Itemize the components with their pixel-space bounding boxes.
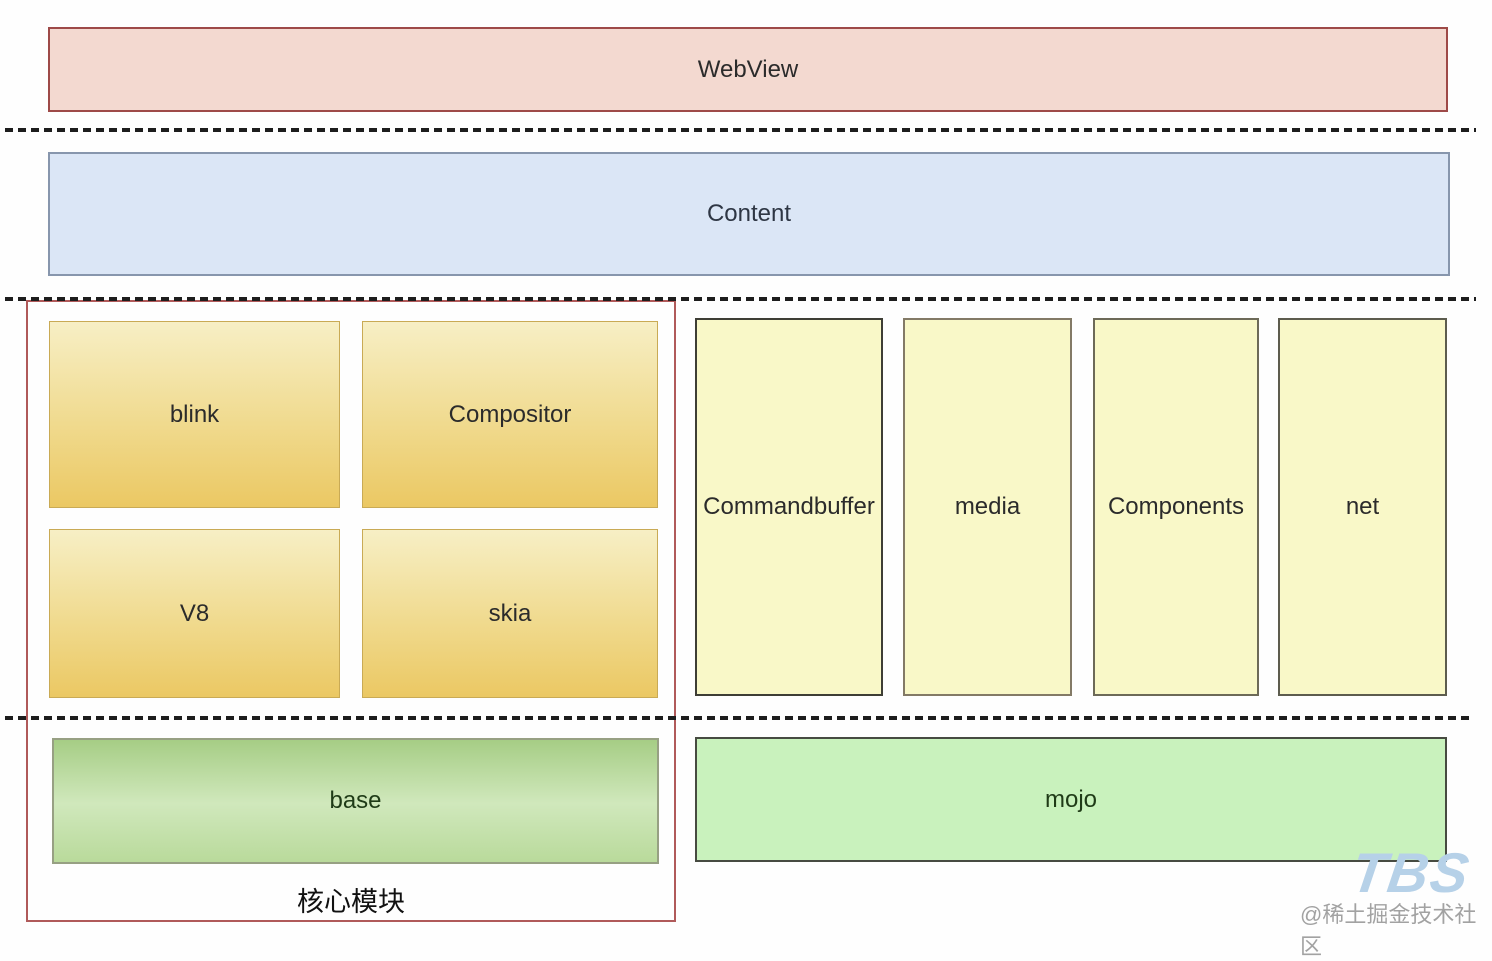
module-box-blink: blink [49,321,340,508]
juejin-community-watermark: @稀土掘金技术社区 [1300,902,1477,959]
core-modules-outline: blink Compositor V8 skia base 核心模块 [26,300,676,922]
service-box-components: Components [1093,318,1259,696]
content-layer-box: Content [48,152,1450,276]
mojo-box: mojo [695,737,1447,862]
core-group-caption: 核心模块 [297,887,405,917]
service-box-commandbuffer: Commandbuffer [695,318,883,696]
tbs-logo-watermark: TBS [1347,841,1475,904]
module-box-v8: V8 [49,529,340,698]
dashed-separator-top [5,128,1476,132]
module-box-compositor: Compositor [362,321,658,508]
service-box-net: net [1278,318,1447,696]
dashed-separator-middle [5,297,1476,301]
base-box: base [52,738,659,864]
module-box-skia: skia [362,529,658,698]
service-box-media: media [903,318,1072,696]
dashed-separator-bottom [5,716,1470,720]
webview-layer-box: WebView [48,27,1448,112]
